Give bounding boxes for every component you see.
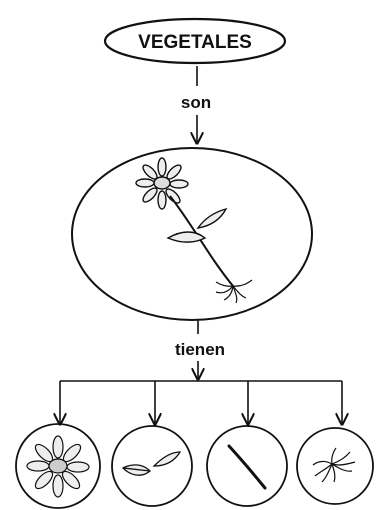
title-node: VEGETALES [105, 19, 285, 63]
part-roots [297, 428, 373, 504]
part-leaves-circle [112, 426, 192, 506]
flower-icon [27, 436, 89, 497]
connector-tienen: tienen [175, 320, 225, 378]
part-flower [16, 424, 100, 508]
title-label: VEGETALES [138, 32, 252, 53]
whole-plant-icon [136, 158, 252, 303]
connector-tienen-label: tienen [175, 340, 225, 359]
branch-bracket [60, 381, 342, 423]
leaf-left [168, 232, 205, 242]
plant-roots [216, 280, 252, 303]
main-node [72, 148, 312, 320]
flower-head [136, 158, 188, 209]
part-stem [207, 426, 287, 506]
stem-icon [229, 446, 265, 488]
leaf-right [198, 209, 226, 228]
part-leaves [112, 426, 192, 506]
roots-icon [313, 448, 355, 482]
connector-son: son [181, 66, 211, 142]
leaves-icon [123, 452, 180, 475]
connector-son-label: son [181, 93, 211, 112]
